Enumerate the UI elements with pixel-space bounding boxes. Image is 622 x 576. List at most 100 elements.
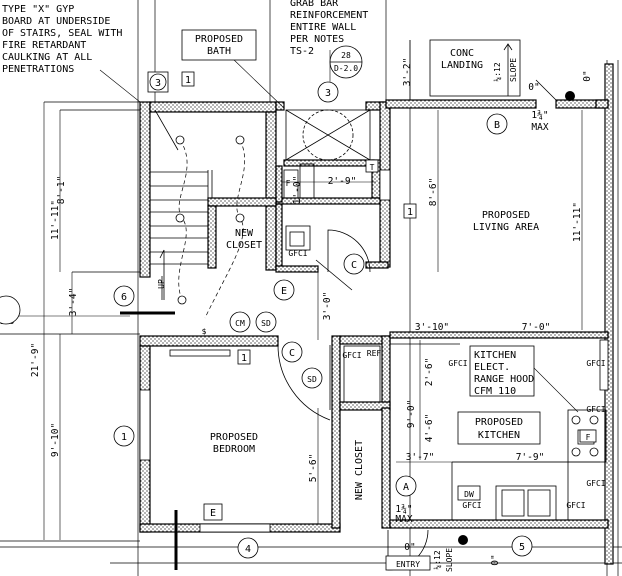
conc-label-2: LANDING	[441, 60, 483, 71]
svg-text:4'-6": 4'-6"	[424, 414, 435, 443]
svg-text:D-2.0: D-2.0	[334, 64, 358, 73]
svg-text:7'-9": 7'-9"	[516, 452, 545, 463]
svg-text:5'-6": 5'-6"	[308, 454, 319, 483]
svg-text:3'-0": 3'-0"	[322, 292, 333, 321]
svg-text:0": 0"	[490, 554, 501, 565]
svg-text:FIRE RETARDANT: FIRE RETARDANT	[2, 40, 86, 51]
svg-text:0": 0"	[582, 70, 593, 81]
svg-text:SLOPE: SLOPE	[509, 58, 518, 82]
stair-treads	[150, 109, 213, 300]
svg-text:SD: SD	[261, 319, 271, 328]
svg-text:REF: REF	[367, 349, 382, 358]
bedroom-label-1: PROPOSED	[210, 432, 258, 443]
hood-label-4: CFM 110	[474, 386, 516, 397]
conc-landing	[429, 39, 557, 101]
svg-text:OF STAIRS, SEAL WITH: OF STAIRS, SEAL WITH	[2, 28, 122, 39]
svg-text:1: 1	[407, 207, 413, 218]
hood-label-3: RANGE HOOD	[474, 374, 534, 385]
tag-text: 1 1 1 E T F F CM SD SD UP REF DW ENTRY S…	[157, 58, 606, 572]
grab-bar-note: GRAB BAR REINFORCEMENT ENTIRE WALL PER N…	[290, 0, 368, 57]
svg-text:1: 1	[121, 432, 127, 443]
svg-text:GFCI: GFCI	[586, 359, 605, 368]
dimension-text: 3'-2" 8'-1" 11'-11" 3'-4" 21'-9" 9'-10" …	[0, 58, 593, 566]
svg-text:21'-9": 21'-9"	[30, 343, 41, 377]
svg-text:GFCI: GFCI	[566, 501, 585, 510]
svg-text:9'-10": 9'-10"	[50, 423, 61, 457]
callouts	[0, 45, 533, 559]
svg-text:5: 5	[519, 542, 525, 553]
downspout-dot-1	[565, 91, 575, 101]
bath-label-1: PROPOSED	[195, 34, 243, 45]
svg-text:MAX: MAX	[395, 514, 412, 525]
svg-text:TS-2: TS-2	[290, 46, 314, 57]
svg-text:GFCI: GFCI	[288, 249, 307, 258]
svg-text:ENTRY: ENTRY	[396, 560, 420, 569]
dimension-lines	[0, 40, 600, 540]
svg-text:11'-11": 11'-11"	[572, 202, 583, 242]
svg-text:B: B	[494, 120, 500, 131]
svg-text:¼:12: ¼:12	[433, 550, 442, 569]
svg-text:SD: SD	[307, 375, 317, 384]
fire-note: TYPE "X" GYP BOARD AT UNDERSIDE OF STAIR…	[2, 4, 122, 75]
svg-text:1¾": 1¾"	[531, 110, 548, 121]
conc-label-1: CONC	[450, 48, 474, 59]
svg-text:PENETRATIONS: PENETRATIONS	[2, 64, 74, 75]
svg-text:6: 6	[121, 292, 127, 303]
svg-text:C: C	[351, 260, 357, 271]
svg-text:3: 3	[325, 88, 331, 99]
bath-label-2: BATH	[207, 46, 231, 57]
hood-label-2: ELECT.	[474, 362, 510, 373]
svg-text:3: 3	[155, 78, 161, 89]
bath-fixtures	[283, 109, 371, 291]
svg-text:DW: DW	[464, 490, 474, 499]
windows	[139, 169, 609, 533]
living-label-2: LIVING AREA	[473, 222, 539, 233]
svg-text:C: C	[289, 348, 295, 359]
svg-text:F: F	[586, 433, 591, 442]
bath-label-box	[181, 29, 257, 61]
svg-text:GFCI: GFCI	[448, 359, 467, 368]
svg-text:7'-0": 7'-0"	[522, 322, 551, 333]
svg-text:9'-0": 9'-0"	[406, 400, 417, 429]
svg-text:¼:12: ¼:12	[493, 62, 502, 81]
bedroom-label-2: BEDROOM	[213, 444, 255, 455]
svg-text:28: 28	[341, 51, 351, 60]
svg-text:3'-2": 3'-2"	[402, 58, 413, 87]
living-label-1: PROPOSED	[482, 210, 530, 221]
svg-text:4: 4	[245, 544, 251, 555]
svg-text:UP: UP	[157, 279, 166, 289]
svg-text:0": 0"	[404, 542, 415, 553]
svg-text:3'-10": 3'-10"	[415, 322, 449, 333]
svg-text:SLOPE: SLOPE	[445, 548, 454, 572]
svg-text:8'-1": 8'-1"	[56, 176, 67, 205]
svg-text:1'-0": 1'-0"	[292, 176, 303, 205]
tag-boxes	[181, 71, 597, 571]
closet1-label-2: CLOSET	[226, 240, 262, 251]
svg-text:GFCI: GFCI	[586, 405, 605, 414]
kitchen-label-1: PROPOSED	[475, 417, 523, 428]
light-fixtures	[175, 135, 245, 305]
closet2-label: NEW CLOSET	[354, 440, 365, 500]
svg-text:F: F	[286, 179, 291, 188]
svg-text:2'-9": 2'-9"	[328, 176, 357, 187]
svg-text:3'-4": 3'-4"	[68, 288, 79, 317]
svg-text:MAX: MAX	[531, 122, 548, 133]
svg-text:CAULKING AT ALL: CAULKING AT ALL	[2, 52, 92, 63]
svg-text:T: T	[370, 163, 375, 172]
svg-text:0": 0"	[528, 82, 539, 93]
svg-text:1¾": 1¾"	[395, 504, 412, 515]
svg-text:3'-7": 3'-7"	[406, 452, 435, 463]
kitchen-label-2: KITCHEN	[478, 430, 520, 441]
kitchen-label-box	[457, 411, 541, 445]
svg-text:A: A	[403, 482, 409, 493]
hood-label-box	[469, 345, 535, 397]
svg-text:CM: CM	[235, 319, 245, 328]
svg-text:TYPE "X" GYP: TYPE "X" GYP	[2, 4, 74, 15]
svg-text:E: E	[281, 286, 287, 297]
svg-text:GFCI: GFCI	[586, 479, 605, 488]
svg-text:BOARD AT UNDERSIDE: BOARD AT UNDERSIDE	[2, 16, 110, 27]
svg-text:2'-6": 2'-6"	[424, 358, 435, 387]
svg-text:11'-11": 11'-11"	[50, 200, 61, 240]
walls	[139, 63, 614, 565]
svg-text:ENTIRE WALL: ENTIRE WALL	[290, 22, 356, 33]
